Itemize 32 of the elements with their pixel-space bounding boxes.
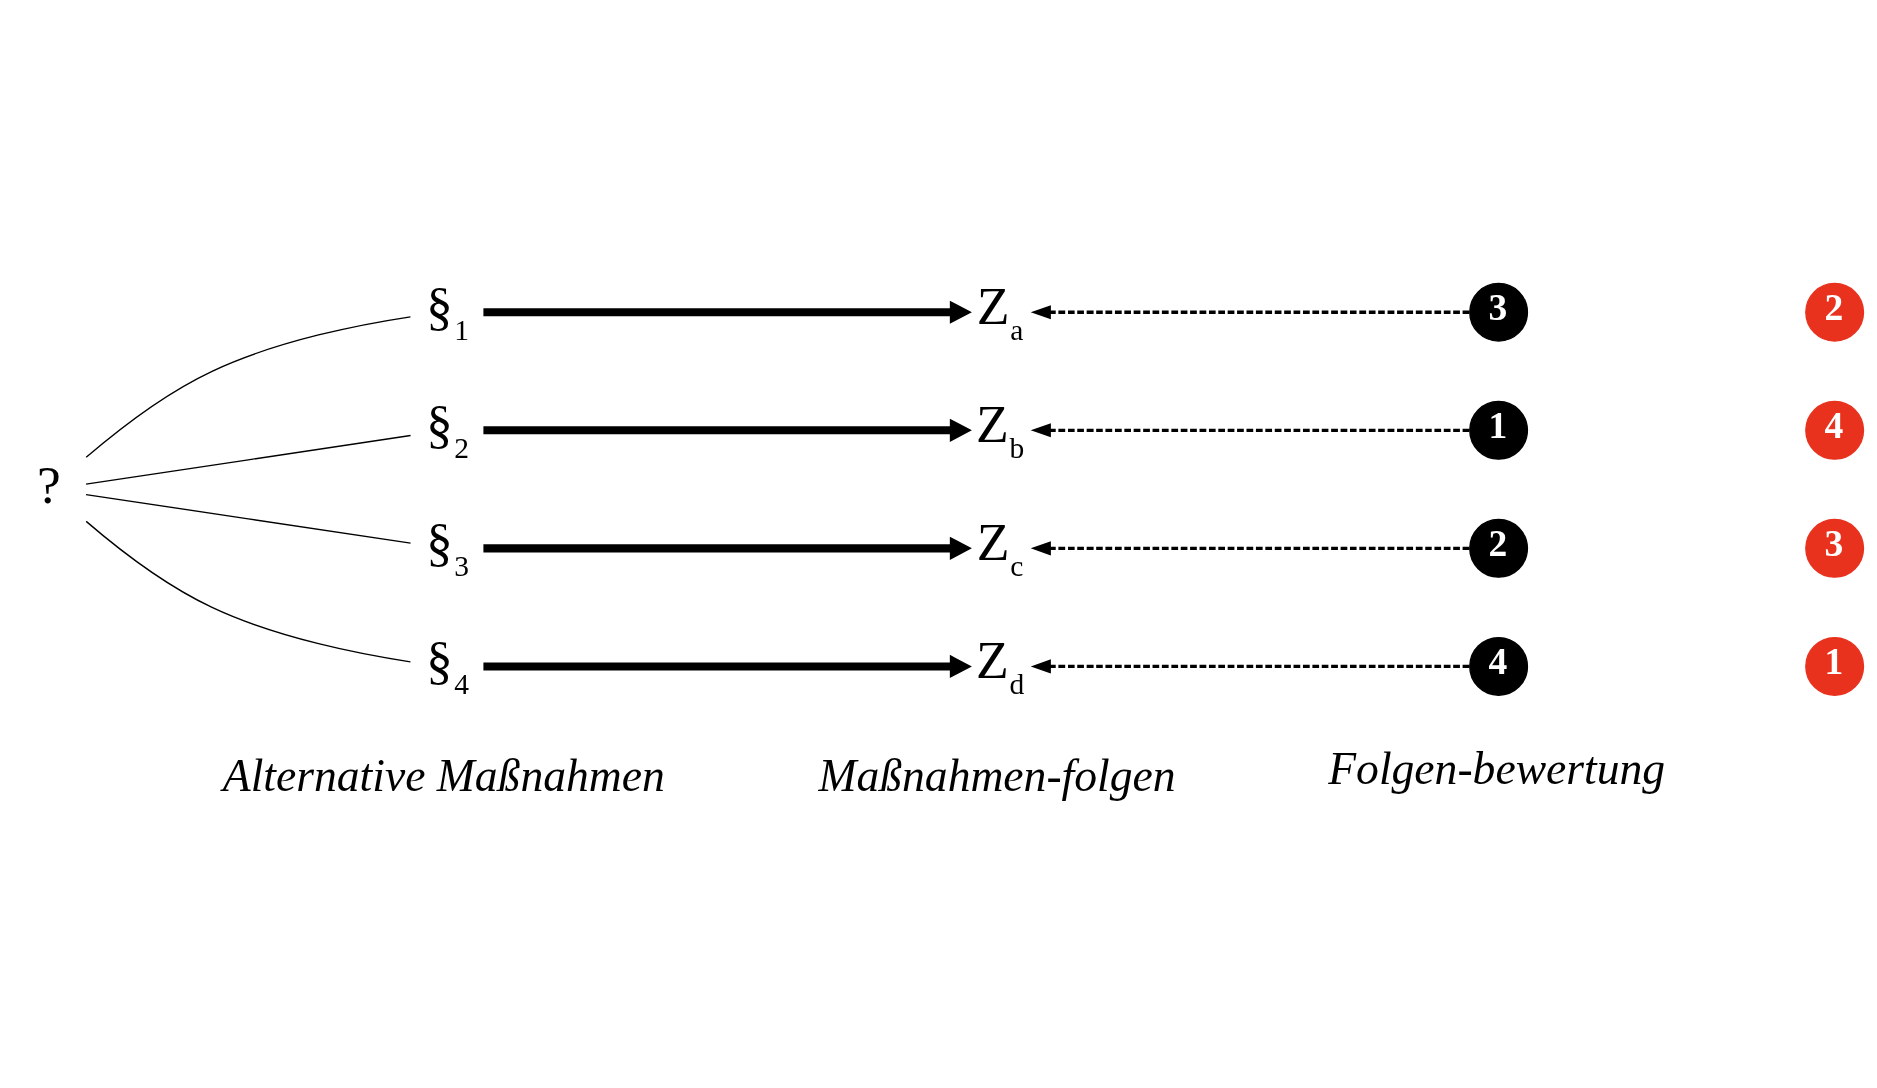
connector (85, 493, 412, 544)
node-circle: 2 (1805, 282, 1865, 342)
connector (85, 520, 412, 663)
node-circle: 4 (1805, 400, 1865, 460)
node-text: Z$_{c}$ (976, 512, 1024, 583)
arrow (483, 300, 972, 324)
node-circle: 3 (1469, 282, 1529, 342)
node-text: §$_{2}$ (426, 394, 469, 465)
label: Alternative Maßnahmen (222, 749, 665, 801)
label: Maßnahmen-folgen (818, 749, 1176, 801)
connector (85, 434, 412, 485)
arrow (1030, 659, 1470, 674)
arrow (483, 536, 972, 560)
node-text: §$_{1}$ (426, 276, 469, 347)
arrow (1030, 305, 1470, 320)
node-text: Z$_{d}$ (976, 630, 1025, 701)
node-text: ? (36, 454, 61, 515)
arrow (1030, 541, 1470, 556)
node-text: Z$_{b}$ (976, 394, 1025, 465)
label: Folgen-bewertung (1328, 743, 1666, 795)
node-text: §$_{3}$ (426, 512, 469, 583)
node-circle: 3 (1805, 518, 1865, 578)
node-text: Z$_{a}$ (976, 276, 1024, 347)
arrow (483, 654, 972, 678)
arrow (483, 418, 972, 442)
node-circle: 1 (1469, 400, 1529, 460)
node-circle: 4 (1469, 636, 1529, 696)
node-circle: 2 (1469, 518, 1529, 578)
arrow (1030, 423, 1470, 438)
connector (85, 316, 412, 458)
node-circle: 1 (1805, 636, 1865, 696)
node-text: §$_{4}$ (426, 630, 469, 701)
